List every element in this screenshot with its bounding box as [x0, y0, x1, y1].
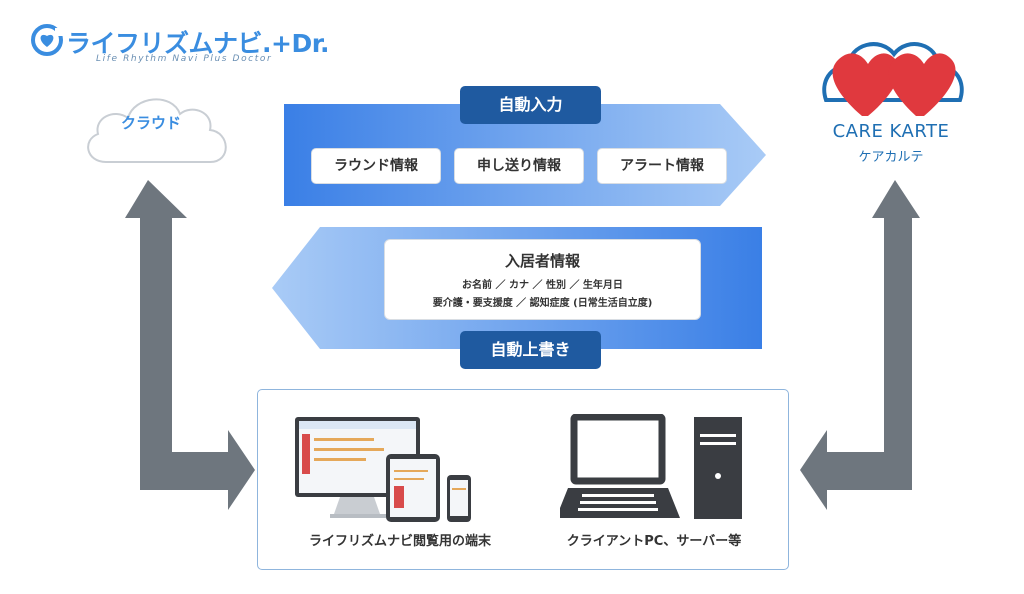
- cloud-connection-arrow: [125, 180, 255, 510]
- logo-title: ライフリズムナビ.+Dr.: [66, 29, 329, 58]
- care-karte-hearts-icon: [822, 42, 964, 116]
- auto-input-label: 自動入力: [460, 86, 601, 124]
- auto-overwrite-label: 自動上書き: [460, 331, 601, 369]
- care-karte-subtitle: ケアカルテ: [858, 150, 924, 165]
- resident-info-title: 入居者情報: [504, 252, 580, 270]
- life-rhythm-devices-icon: [295, 417, 471, 522]
- alert-info-pill: アラート情報: [597, 148, 727, 184]
- client-pc-server-label: クライアントPC、サーバー等: [566, 534, 742, 549]
- round-info-pill: ラウンド情報: [311, 148, 441, 184]
- cloud-label: クラウド: [120, 114, 181, 132]
- care-karte-connection-arrow: [800, 180, 920, 510]
- care-karte-title: CARE KARTE: [832, 121, 950, 142]
- resident-info-line-2: 要介護・要支援度 ／ 認知症度 (日常生活自立度): [432, 298, 653, 309]
- resident-info-box: 入居者情報 お名前 ／ カナ ／ 性別 ／ 生年月日 要介護・要支援度 ／ 認知…: [384, 239, 701, 320]
- handover-info-pill: 申し送り情報: [454, 148, 584, 184]
- life-rhythm-device-label: ライフリズムナビ閲覧用の端末: [308, 534, 491, 549]
- logo-subtitle: Life Rhythm Navi Plus Doctor: [96, 54, 273, 64]
- resident-info-line-1: お名前 ／ カナ ／ 性別 ／ 生年月日: [462, 280, 623, 291]
- life-rhythm-logo-icon: [31, 24, 63, 56]
- cloud-icon: [87, 98, 227, 163]
- client-pc-server-icon: [560, 414, 742, 519]
